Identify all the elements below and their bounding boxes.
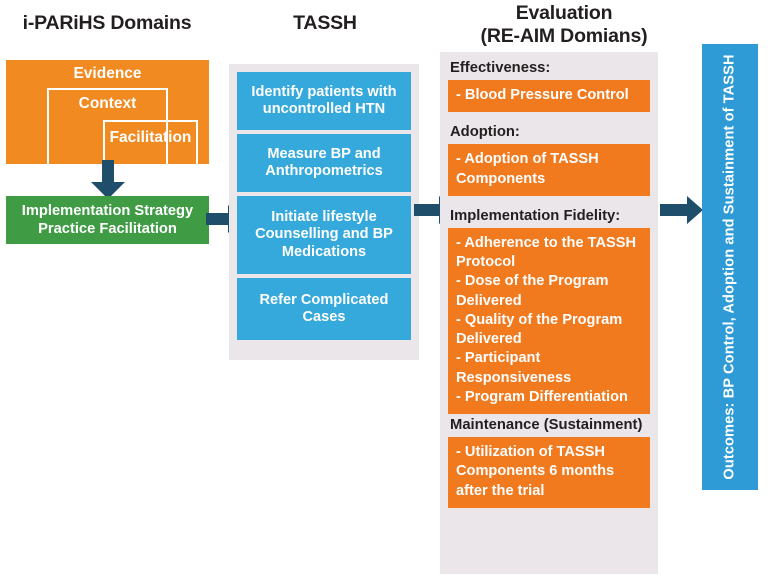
right-arrow-icon-evaluation-to-outcomes	[660, 195, 704, 225]
evaluation-title-line2: (RE-AIM Domians)	[480, 25, 648, 47]
column-title-iparihs: i-PARiHS Domains	[22, 12, 192, 34]
evaluation-item: - Program Differentiation	[456, 388, 628, 405]
implementation-strategy-line2: Practice Facilitation	[38, 221, 177, 237]
evaluation-item: - Dose of the Program Delivered	[456, 273, 609, 309]
down-arrow-icon	[89, 160, 127, 200]
iparihs-nest-facilitation: Facilitation	[103, 120, 198, 164]
implementation-strategy-text: Implementation Strategy Practice Facilit…	[18, 202, 197, 238]
evaluation-item: - Participant Responsiveness	[456, 350, 572, 386]
evaluation-title-line1: Evaluation	[515, 2, 613, 24]
tassh-panel: Identify patients with uncontrolled HTN …	[229, 64, 419, 360]
iparihs-nest-context: Context Facilitation	[47, 88, 198, 164]
evaluation-section-card: - Utilization of TASSH Components 6 mont…	[448, 437, 650, 508]
outcomes-bar: Outcomes: BP Control, Adoption and Susta…	[702, 44, 758, 490]
evaluation-section-card: - Adherence to the TASSH Protocol - Dose…	[448, 227, 650, 415]
iparihs-domains-box: Evidence Context Facilitation	[6, 60, 209, 164]
evaluation-section-heading: Effectiveness:	[450, 60, 551, 76]
evaluation-panel: Effectiveness: - Blood Pressure Control …	[440, 52, 658, 574]
evaluation-section-card: - Blood Pressure Control	[448, 80, 650, 113]
evaluation-item: - Blood Pressure Control	[456, 87, 629, 104]
column-title-evaluation: Evaluation (RE-AIM Domians)	[438, 2, 690, 48]
evaluation-item: - Adherence to the TASSH Protocol	[456, 234, 637, 271]
evaluation-section-heading: Adoption:	[450, 124, 520, 141]
tassh-card: Refer Complicated Cases	[237, 278, 411, 340]
evaluation-section-card: - Adoption of TASSH Components	[448, 144, 650, 196]
evaluation-item: - Adoption of TASSH Components	[456, 151, 599, 187]
implementation-strategy-box: Implementation Strategy Practice Facilit…	[6, 196, 209, 244]
tassh-card: Identify patients with uncontrolled HTN	[237, 72, 411, 130]
tassh-card: Measure BP and Anthropometrics	[237, 134, 411, 192]
iparihs-label-context: Context	[78, 95, 137, 112]
iparihs-label-facilitation: Facilitation	[109, 129, 192, 146]
tassh-card: Initiate lifestyle Counselling and BP Me…	[237, 196, 411, 274]
column-title-tassh: TASSH	[293, 12, 357, 34]
evaluation-section-heading: Maintenance (Sustainment)	[450, 417, 643, 434]
implementation-strategy-line1: Implementation Strategy	[21, 202, 194, 219]
outcomes-label: Outcomes: BP Control, Adoption and Susta…	[722, 54, 738, 480]
iparihs-label-evidence: Evidence	[73, 65, 142, 82]
evaluation-section-heading: Implementation Fidelity:	[450, 207, 621, 224]
evaluation-item: - Quality of the Program Delivered	[456, 311, 623, 348]
evaluation-item: - Utilization of TASSH Components 6 mont…	[456, 444, 615, 499]
